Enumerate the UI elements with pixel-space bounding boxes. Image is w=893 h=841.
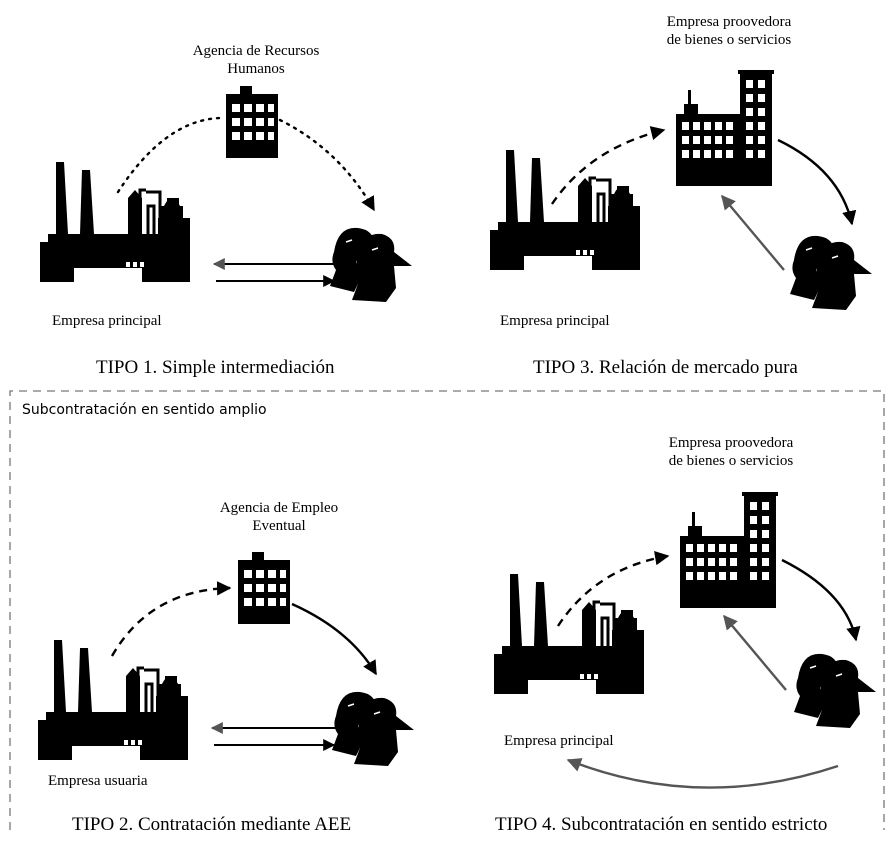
company-label-type3: Empresa principal <box>500 313 610 329</box>
factory-icon-type4 <box>492 572 646 696</box>
caption-type3: TIPO 3. Relación de mercado pura <box>533 357 798 378</box>
company-label-type2: Empresa usuaria <box>48 773 148 789</box>
provider-label-line1: Empresa proovedora <box>666 14 792 30</box>
caption-type2: TIPO 2. Contratación mediante AEE <box>72 814 352 835</box>
dashed-arrow-factory-agency-type2 <box>110 581 232 657</box>
gray-arrow-workers-provider-type4 <box>723 614 787 691</box>
dashed-arrow-factory-provider-type4 <box>556 551 670 627</box>
gray-arrow-workers-provider-type3 <box>721 194 785 271</box>
agency-label-line2: Humanos <box>227 61 285 77</box>
factory-icon-type1 <box>38 160 192 284</box>
company-label-type1: Empresa principal <box>52 313 162 329</box>
agency-label-type1: Agencia de Recursos Humanos <box>193 42 320 78</box>
workers-icon-type1 <box>329 227 413 303</box>
workers-icon-type4 <box>793 653 877 729</box>
workers-icon-type2 <box>331 691 415 767</box>
provider-label-type4: Empresa proovedora de bienes o servicios <box>669 434 794 470</box>
provider-label-line2: de bienes o servicios <box>666 32 792 48</box>
provider-building-icon-type3 <box>676 70 774 186</box>
agency-label-type2: Agencia de Empleo Eventual <box>220 499 338 535</box>
caption-type1: TIPO 1. Simple intermediación <box>96 357 335 378</box>
region-label: Subcontratación en sentido amplio <box>22 402 267 418</box>
caption-type4: TIPO 4. Subcontratación en sentido estri… <box>495 814 828 835</box>
dotted-link-factory-agency <box>116 116 222 194</box>
arrow-provider-workers-type4 <box>781 558 861 642</box>
provider-label-type3: Empresa proovedora de bienes o servicios <box>667 13 792 49</box>
arrow-agency-workers-type2 <box>291 602 378 676</box>
region-border-dashed <box>9 390 885 830</box>
agency-label-line1: Agencia de Empleo <box>219 500 339 516</box>
workers-icon-type3 <box>789 235 873 311</box>
provider-label-line2: de bienes o servicios <box>668 453 794 469</box>
agency-office-icon-type1 <box>226 86 278 158</box>
gray-arrow-workers-factory-type4 <box>566 758 839 789</box>
company-label-type4: Empresa principal <box>504 733 614 749</box>
agency-label-line1: Agencia de Recursos <box>192 43 320 59</box>
dashed-arrow-factory-provider-type3 <box>551 126 666 205</box>
factory-icon-type3 <box>488 148 642 272</box>
agency-label-line2: Eventual <box>252 518 306 534</box>
provider-label-line1: Empresa proovedora <box>668 435 794 451</box>
dotted-arrow-agency-workers <box>278 118 376 212</box>
agency-office-icon-type2 <box>238 552 290 624</box>
arrow-provider-workers-type3 <box>777 138 857 226</box>
factory-icon-type2 <box>36 638 190 762</box>
provider-building-icon-type4 <box>680 492 778 608</box>
